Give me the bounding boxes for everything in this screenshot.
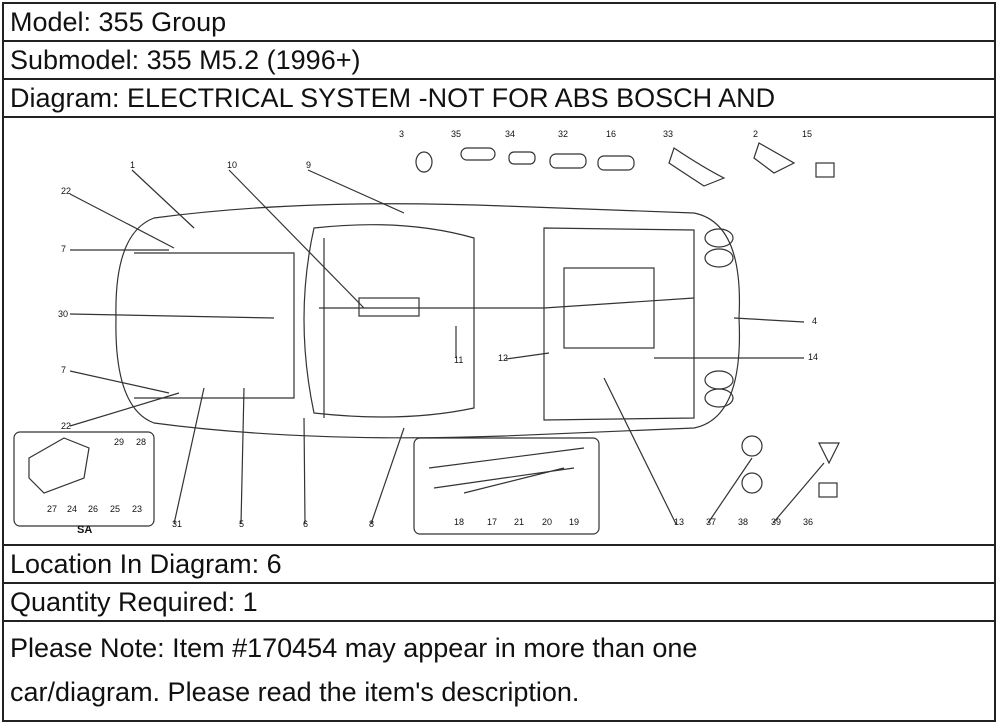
callout-7: 7	[61, 365, 66, 375]
note-block: Please Note: Item #170454 may appear in …	[4, 622, 994, 726]
callout-29: 29	[114, 437, 124, 447]
callout-16: 16	[606, 129, 616, 139]
callout-17: 17	[487, 517, 497, 527]
callout-27: 27	[47, 504, 57, 514]
diagram-title-row: Diagram: ELECTRICAL SYSTEM -NOT FOR ABS …	[4, 80, 994, 118]
callout-35: 35	[451, 129, 461, 139]
callout-23: 23	[132, 504, 142, 514]
callout-11: 11	[454, 355, 463, 365]
callout-4: 4	[812, 316, 817, 326]
callout-19: 19	[569, 517, 579, 527]
callout-33: 33	[663, 129, 673, 139]
callout-36: 36	[803, 517, 813, 527]
callout-1: 1	[130, 160, 135, 170]
callout-12: 12	[498, 353, 508, 363]
callout-26: 26	[88, 504, 98, 514]
callout-34: 34	[505, 129, 515, 139]
callout-3: 3	[399, 129, 404, 139]
callout-9: 9	[306, 160, 311, 170]
callout-13: 13	[674, 517, 684, 527]
callout-6: 6	[303, 519, 308, 529]
callout-22: 22	[61, 186, 71, 196]
submodel-row: Submodel: 355 M5.2 (1996+)	[4, 42, 994, 80]
callout-2: 2	[753, 129, 758, 139]
callout-14: 14	[808, 352, 818, 362]
callout-38: 38	[738, 517, 748, 527]
callout-37: 37	[706, 517, 716, 527]
car-outline	[115, 203, 741, 439]
callout-20: 20	[542, 517, 552, 527]
note-line-2: car/diagram. Please read the item's desc…	[10, 677, 580, 707]
model-row: Model: 355 Group	[4, 4, 994, 42]
location-row: Location In Diagram: 6	[4, 546, 994, 584]
callout-SA: SA	[77, 524, 92, 536]
callout-21: 21	[514, 517, 524, 527]
callout-31: 31	[172, 519, 182, 529]
callout-28: 28	[136, 437, 146, 447]
callout-25: 25	[110, 504, 120, 514]
note-line-1: Please Note: Item #170454 may appear in …	[10, 633, 698, 663]
callout-7: 7	[61, 244, 66, 254]
callout-8: 8	[369, 519, 374, 529]
quantity-row: Quantity Required: 1	[4, 584, 994, 622]
callout-24: 24	[67, 504, 77, 514]
callout-22: 22	[61, 421, 71, 431]
callout-10: 10	[227, 160, 237, 170]
callout-18: 18	[454, 517, 464, 527]
callout-39: 39	[771, 517, 781, 527]
callout-32: 32	[558, 129, 568, 139]
callout-5: 5	[239, 519, 244, 529]
callout-30: 30	[58, 309, 68, 319]
callout-15: 15	[802, 129, 812, 139]
